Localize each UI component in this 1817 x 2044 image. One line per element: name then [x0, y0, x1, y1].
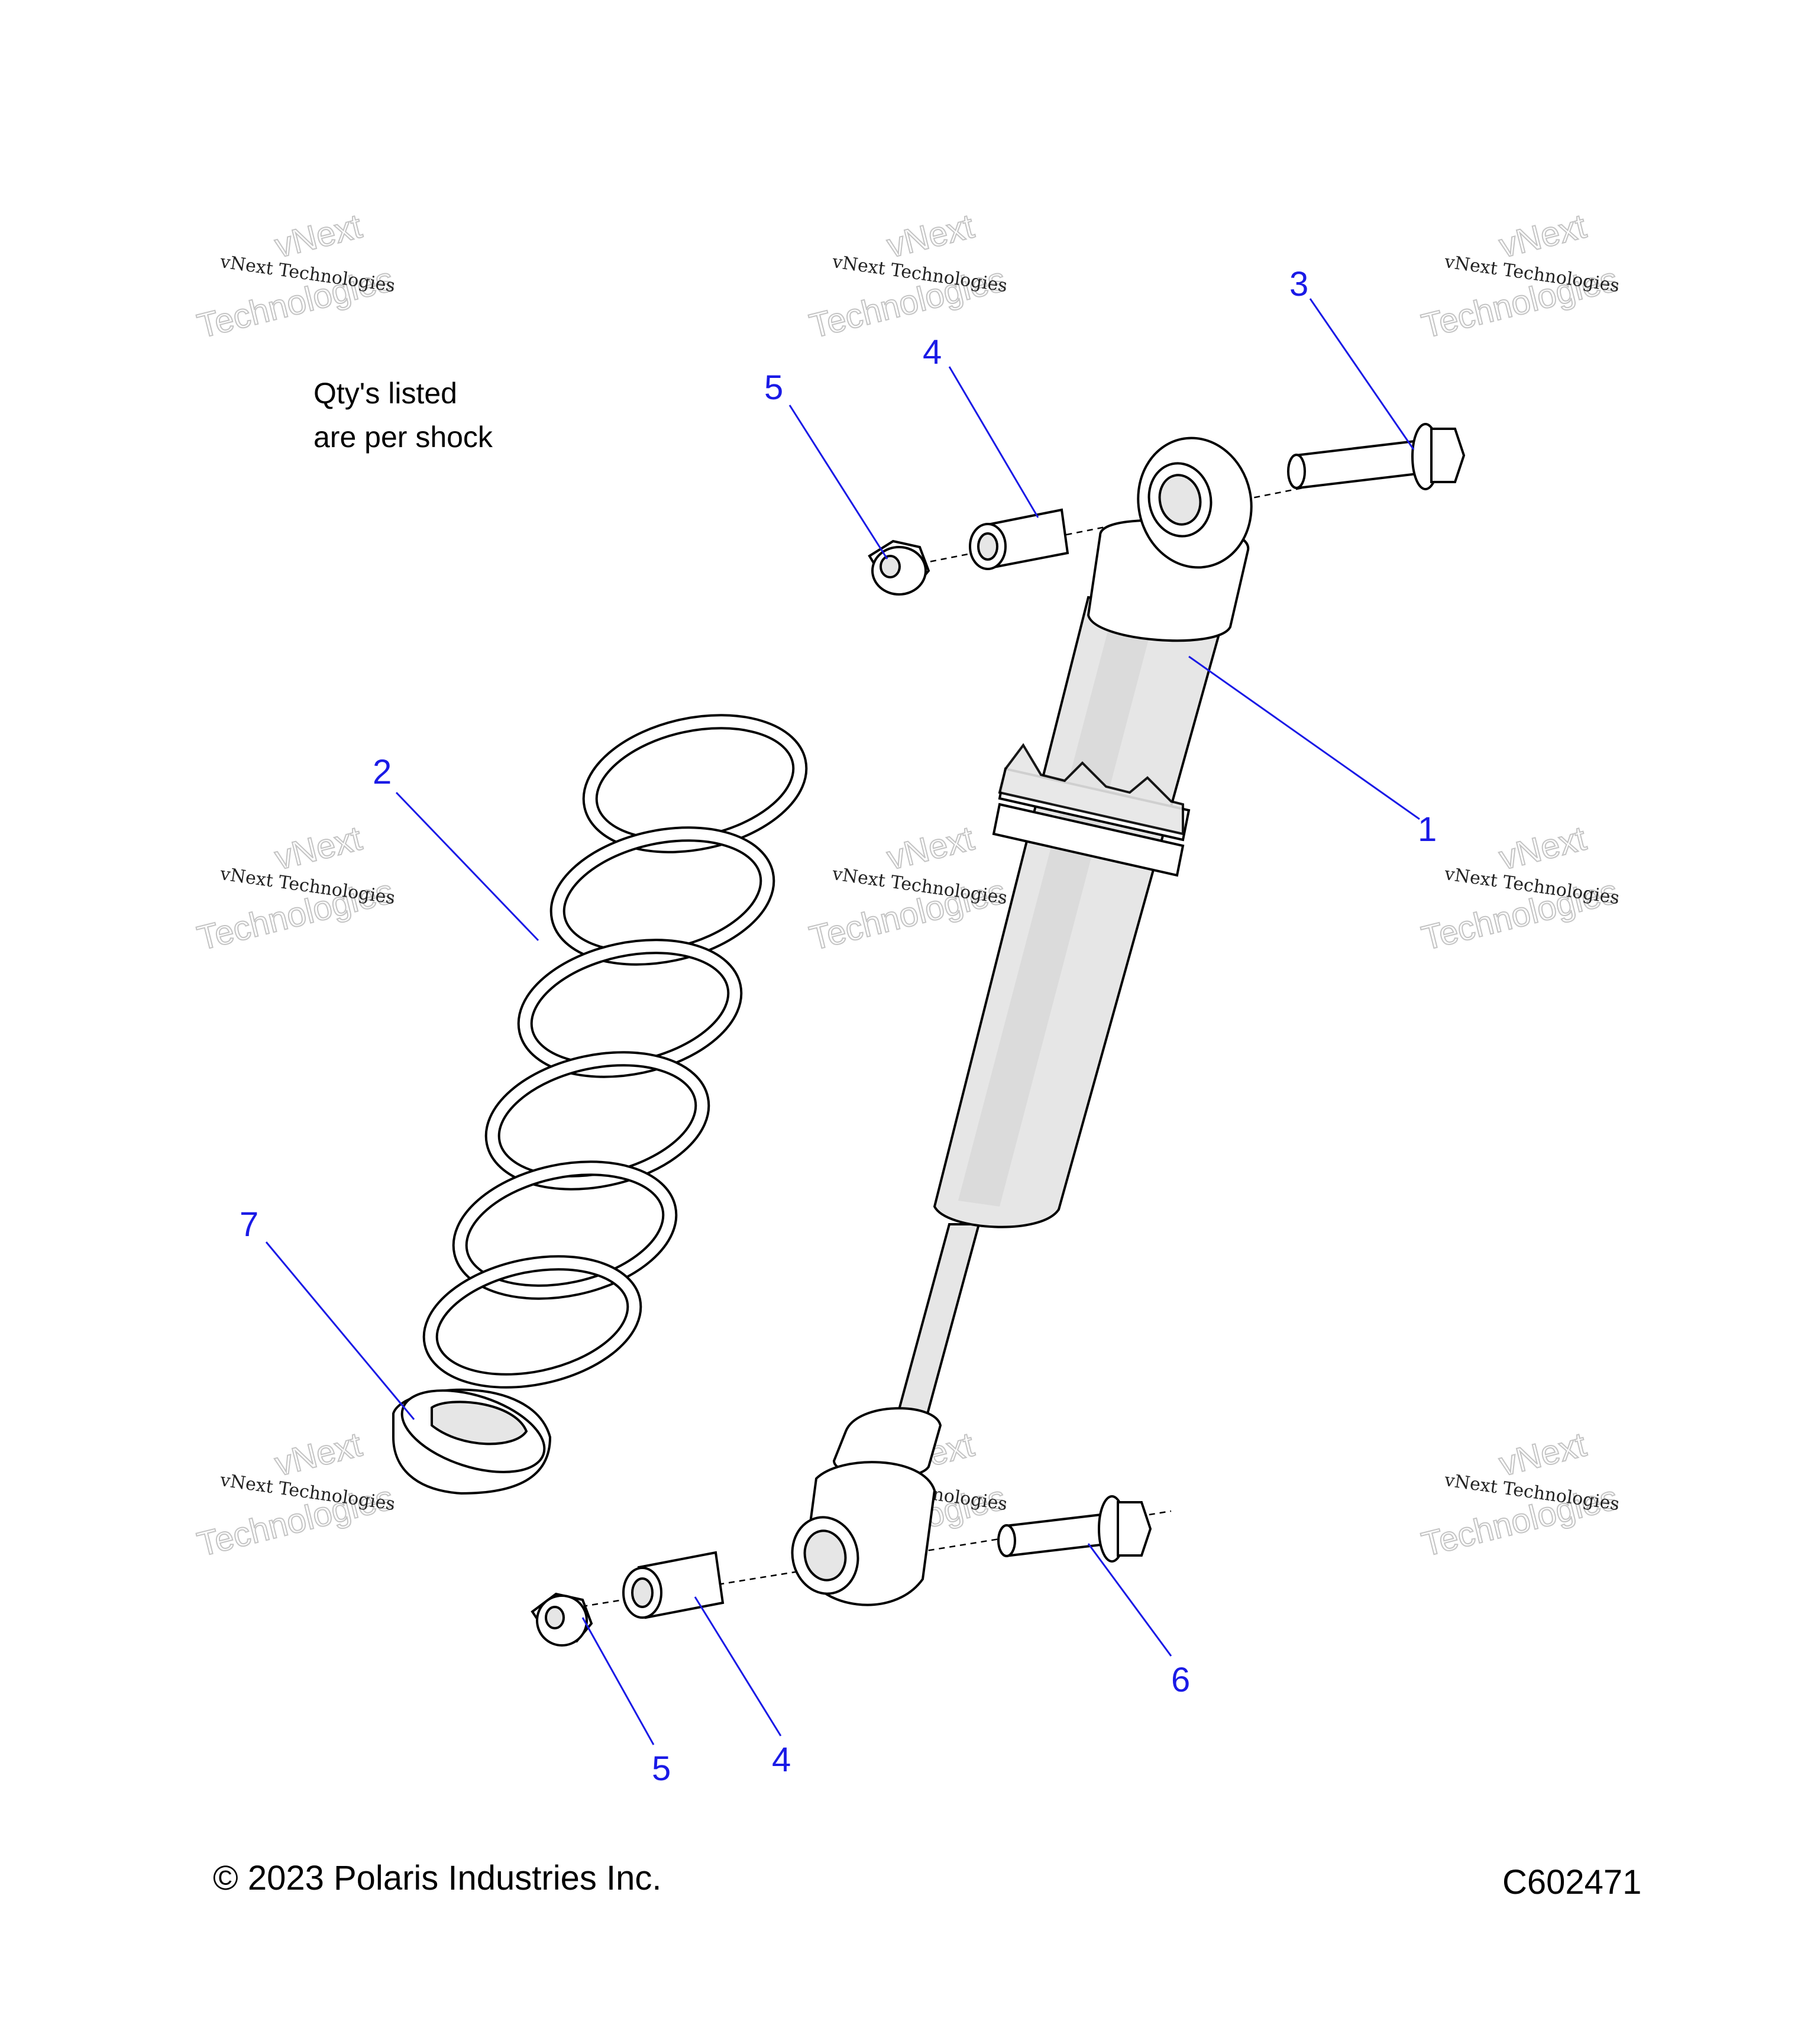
- leader-5b: [581, 1617, 655, 1745]
- watermark: vNext Technologies vNext Technologies: [193, 1425, 397, 1565]
- callout-3: 3: [1289, 265, 1308, 303]
- callout-4-top: 4: [923, 333, 942, 371]
- leader-2: [395, 791, 539, 942]
- bolt-tip: [1287, 454, 1306, 489]
- leader-6: [1087, 1543, 1172, 1657]
- bottom-bolt: [997, 1495, 1152, 1563]
- leader-5a: [788, 405, 888, 559]
- shock-absorber: [791, 436, 1253, 1606]
- note-line-2: are per shock: [313, 421, 493, 454]
- watermark-big-line1: vNext: [1495, 819, 1590, 878]
- watermark-big-line1: vNext: [883, 819, 978, 878]
- preload-ring-lower: [992, 803, 1185, 877]
- callout-7: 7: [240, 1205, 258, 1244]
- leader-7: [265, 1241, 415, 1420]
- note-line-1: Qty's listed: [313, 377, 457, 410]
- retainer-inner: [431, 1401, 528, 1445]
- piston-rod: [891, 1223, 981, 1432]
- copyright: © 2023 Polaris Industries Inc.: [213, 1859, 661, 1897]
- watermark-big-line1: vNext: [883, 207, 978, 266]
- nut-bore: [545, 1606, 565, 1629]
- spring-coil-face: [487, 1053, 708, 1188]
- callout-5-bottom: 5: [652, 1749, 671, 1788]
- watermark-big-line1: vNext: [271, 207, 366, 266]
- watermark: vNext Technologies vNext Technologies: [805, 819, 1010, 959]
- bolt-shank: [1004, 1512, 1113, 1557]
- callout-5-top: 5: [764, 368, 783, 407]
- leader-4a: [948, 366, 1039, 518]
- callout-4-bottom: 4: [772, 1741, 791, 1779]
- sleeve-bore: [631, 1577, 654, 1608]
- bottom-eye-bushing: [803, 1529, 847, 1581]
- preload-ring-teeth: [998, 743, 1184, 836]
- sleeve-bore: [977, 532, 998, 561]
- bottom-nut: [531, 1592, 593, 1647]
- top-eye-bushing: [1158, 474, 1202, 526]
- leader-4b: [694, 1596, 782, 1736]
- watermark-big-line1: vNext: [1495, 207, 1590, 266]
- bolt-shank: [1294, 439, 1424, 490]
- leader-3: [1309, 298, 1415, 450]
- watermark: vNext Technologies vNext Technologies: [1417, 206, 1622, 347]
- spring-coil-face: [425, 1257, 640, 1386]
- top-bolt: [1287, 423, 1466, 490]
- nut-bore: [880, 555, 901, 578]
- spring-retainer: [392, 1388, 552, 1495]
- watermark: vNext Technologies vNext Technologies: [1417, 1425, 1622, 1565]
- bottom-sleeve: [622, 1551, 725, 1619]
- watermark-big-line1: vNext: [1495, 1425, 1590, 1484]
- callout-1: 1: [1418, 810, 1437, 849]
- callout-6: 6: [1171, 1661, 1190, 1699]
- watermark: vNext Technologies vNext Technologies: [193, 206, 397, 347]
- watermark-big-line1: vNext: [271, 1425, 366, 1484]
- watermark: vNext Technologies vNext Technologies: [805, 206, 1010, 347]
- top-sleeve: [969, 508, 1069, 570]
- watermark: vNext Technologies vNext Technologies: [1417, 819, 1622, 959]
- bolt-head: [1430, 428, 1466, 483]
- top-nut: [868, 539, 930, 596]
- callout-2: 2: [373, 753, 392, 791]
- bolt-tip: [997, 1524, 1016, 1557]
- spring-coil-face: [623, 598, 826, 721]
- watermark-big-line1: vNext: [271, 819, 366, 878]
- coil-spring: [422, 598, 826, 1389]
- spring-coil-face: [454, 1163, 675, 1298]
- diagram-code: C602471: [1502, 1863, 1641, 1901]
- bolt-head: [1117, 1501, 1152, 1557]
- leader-1: [1188, 655, 1420, 820]
- watermark: vNext Technologies vNext Technologies: [193, 819, 397, 959]
- shock-body-shade: [958, 615, 1153, 1207]
